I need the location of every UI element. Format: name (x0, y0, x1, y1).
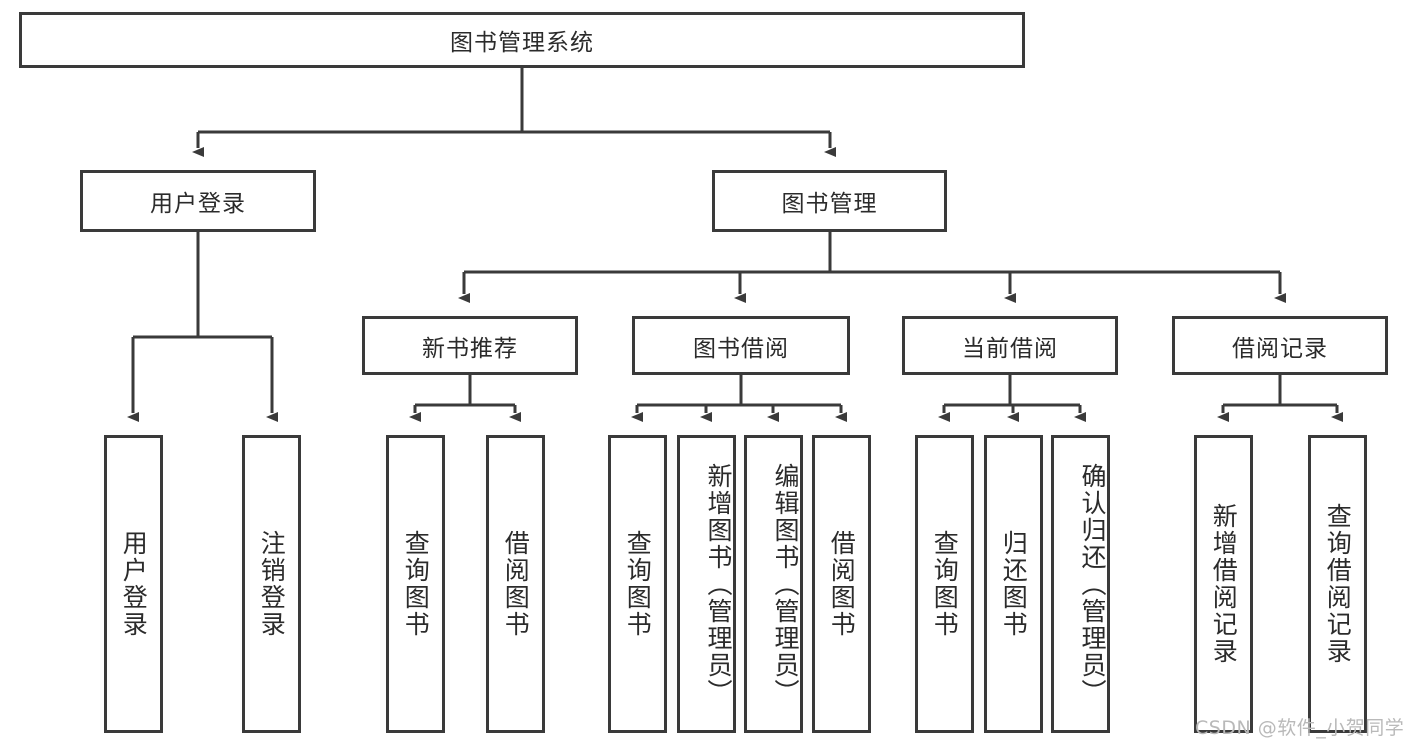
leaf-return-book[interactable]: 归还图书 (984, 435, 1043, 733)
node-root[interactable]: 图书管理系统 (19, 12, 1025, 68)
node-book-borrow-label: 图书借阅 (693, 335, 789, 362)
leaf-borrow-book-1-label: 借阅图书 (501, 530, 531, 638)
node-book-borrow[interactable]: 图书借阅 (632, 316, 850, 375)
leaf-logout-label: 注销登录 (257, 530, 287, 638)
leaf-borrow-book-1[interactable]: 借阅图书 (486, 435, 545, 733)
node-root-label: 图书管理系统 (450, 30, 594, 56)
leaf-query-book-1-label: 查询图书 (401, 530, 431, 638)
leaf-query-book-2-label: 查询图书 (623, 530, 653, 638)
node-new-book-recommend-label: 新书推荐 (422, 335, 518, 362)
node-new-book-recommend[interactable]: 新书推荐 (362, 316, 578, 375)
node-borrow-record[interactable]: 借阅记录 (1172, 316, 1388, 375)
node-current-borrow[interactable]: 当前借阅 (902, 316, 1118, 375)
node-book-manage-label: 图书管理 (781, 191, 878, 217)
leaf-confirm-return-label: 确认归还（管理员） (1078, 462, 1107, 706)
watermark: CSDN @软件_小贺同学 (1195, 717, 1405, 739)
leaf-borrow-book-2-label: 借阅图书 (827, 530, 857, 638)
leaf-query-book-3[interactable]: 查询图书 (915, 435, 974, 733)
leaf-query-book-2[interactable]: 查询图书 (608, 435, 667, 733)
leaf-return-book-label: 归还图书 (999, 530, 1029, 638)
leaf-query-book-3-label: 查询图书 (930, 530, 960, 638)
node-current-borrow-label: 当前借阅 (962, 335, 1058, 362)
leaf-add-record-label: 新增借阅记录 (1209, 503, 1239, 665)
leaf-add-book[interactable]: 新增图书（管理员） (677, 435, 736, 733)
leaf-query-record[interactable]: 查询借阅记录 (1308, 435, 1367, 733)
node-borrow-record-label: 借阅记录 (1232, 335, 1328, 362)
leaf-add-book-label: 新增图书（管理员） (704, 462, 733, 706)
node-user-login-label: 用户登录 (150, 191, 246, 217)
leaf-add-record[interactable]: 新增借阅记录 (1194, 435, 1253, 733)
leaf-logout[interactable]: 注销登录 (242, 435, 301, 733)
leaf-confirm-return[interactable]: 确认归还（管理员） (1051, 435, 1110, 733)
leaf-edit-book-label: 编辑图书（管理员） (771, 462, 800, 706)
leaf-user-login-label: 用户登录 (119, 530, 149, 638)
node-user-login[interactable]: 用户登录 (80, 170, 316, 232)
leaf-user-login[interactable]: 用户登录 (104, 435, 163, 733)
leaf-query-record-label: 查询借阅记录 (1323, 503, 1353, 665)
leaf-edit-book[interactable]: 编辑图书（管理员） (744, 435, 803, 733)
leaf-query-book-1[interactable]: 查询图书 (386, 435, 445, 733)
node-book-manage[interactable]: 图书管理 (712, 170, 947, 232)
leaf-borrow-book-2[interactable]: 借阅图书 (812, 435, 871, 733)
